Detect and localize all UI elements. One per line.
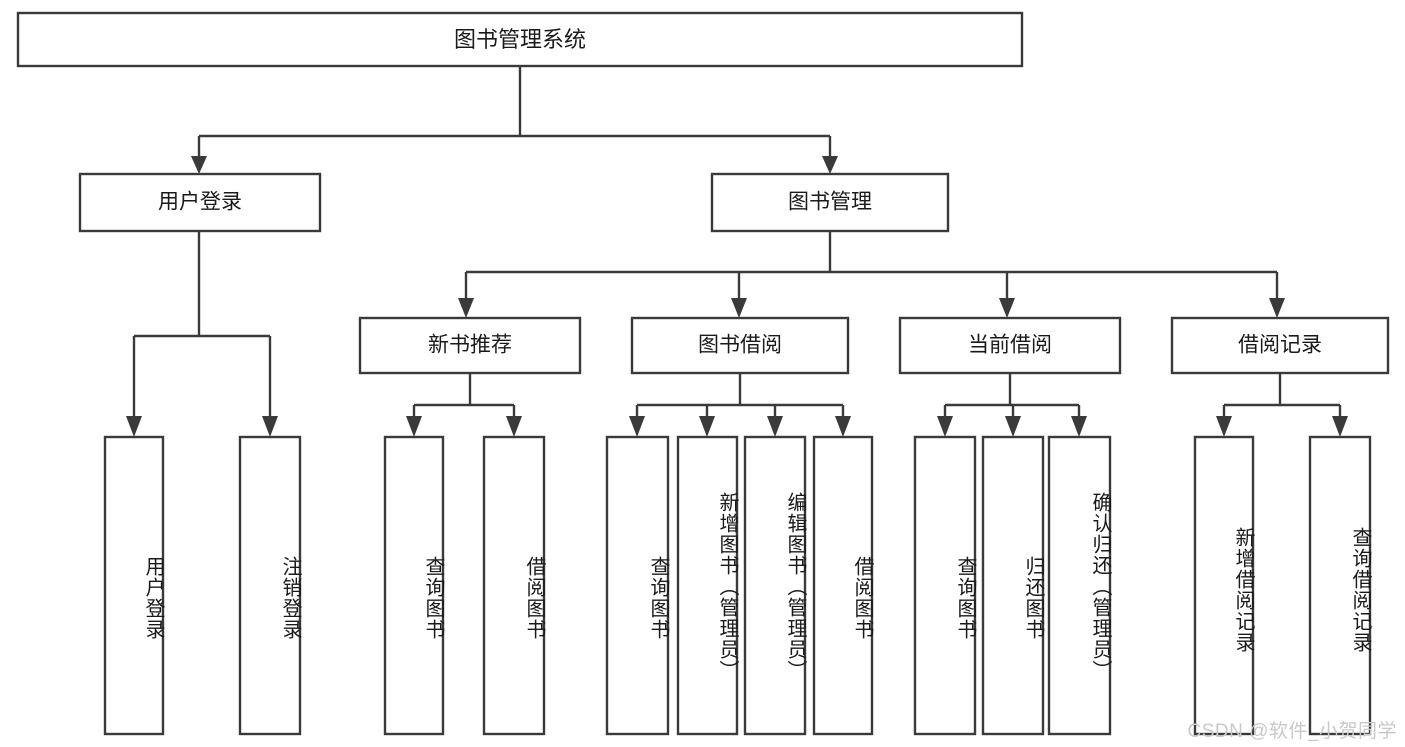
node-leaf-add-record-rect[interactable] (1193, 435, 1255, 736)
arrow-head-leaf-borrow-book-1 (506, 416, 522, 437)
node-leaf-return-book-rect[interactable] (981, 435, 1045, 736)
arrow-head-new-book-recommend (458, 298, 474, 318)
arrow-head-leaf-logout (262, 416, 278, 437)
node-leaf-borrow-book-2-rect[interactable] (812, 435, 874, 736)
connector-layer (126, 66, 1348, 437)
leaf-node-layer (103, 435, 1372, 736)
node-new-book-recommend[interactable]: 新书推荐 (358, 316, 582, 375)
csdn-watermark: CSDN @软件_小贺同学 (1187, 721, 1397, 742)
node-book-manage-label: 图书管理 (788, 191, 872, 214)
arrow-head-leaf-edit-book (767, 416, 783, 437)
node-leaf-add-book-rect[interactable] (676, 435, 739, 736)
node-book-borrow[interactable]: 图书借阅 (630, 316, 850, 375)
node-root-label: 图书管理系统 (454, 27, 586, 52)
arrow-head-leaf-add-record (1216, 416, 1232, 437)
node-leaf-confirm-return-rect[interactable] (1047, 435, 1112, 736)
node-book-borrow-label: 图书借阅 (698, 334, 782, 357)
arrow-head-leaf-query-record (1332, 416, 1348, 437)
arrow-head-leaf-user-login (126, 416, 142, 437)
node-borrow-record-rect[interactable] (1170, 316, 1390, 375)
arrow-head-leaf-borrow-book-2 (835, 416, 851, 437)
node-book-manage[interactable]: 图书管理 (710, 172, 950, 233)
node-borrow-record-label: 借阅记录 (1238, 334, 1322, 357)
node-current-borrow[interactable]: 当前借阅 (898, 316, 1122, 375)
node-user-login-rect[interactable] (78, 172, 322, 233)
arrow-head-borrow-record (1269, 298, 1285, 318)
node-new-book-recommend-label: 新书推荐 (428, 334, 512, 357)
arrow-head-user-login (191, 156, 207, 174)
arrow-head-leaf-confirm-return (1071, 416, 1087, 437)
arrow-head-leaf-add-book (699, 416, 715, 437)
node-borrow-record[interactable]: 借阅记录 (1170, 316, 1390, 375)
arrow-head-leaf-return-book (1005, 416, 1021, 437)
node-user-login-label: 用户登录 (158, 191, 242, 214)
arrow-head-leaf-query-book-2 (629, 416, 645, 437)
node-root[interactable]: 图书管理系统 (16, 11, 1024, 68)
node-leaf-query-book-3-rect[interactable] (913, 435, 977, 736)
node-layer: 图书管理系统 用户登录 图书管理 新书推荐 图书借阅 当前 (16, 11, 1390, 736)
arrow-head-leaf-query-book-1 (406, 416, 422, 437)
node-current-borrow-rect[interactable] (898, 316, 1122, 375)
node-leaf-user-login-rect[interactable] (103, 435, 165, 736)
arrow-head-book-manage (822, 156, 838, 174)
arrow-head-leaf-query-book-3 (937, 416, 953, 437)
node-new-book-recommend-rect[interactable] (358, 316, 582, 375)
node-root-rect[interactable] (16, 11, 1024, 68)
node-current-borrow-label: 当前借阅 (968, 334, 1052, 357)
node-leaf-borrow-book-1-rect[interactable] (482, 435, 546, 736)
arrow-head-book-borrow (731, 298, 747, 318)
node-leaf-query-book-2-rect[interactable] (605, 435, 670, 736)
node-leaf-query-book-1-rect[interactable] (383, 435, 445, 736)
node-user-login[interactable]: 用户登录 (78, 172, 322, 233)
node-leaf-query-record-rect[interactable] (1308, 435, 1372, 736)
node-leaf-edit-book-rect[interactable] (743, 435, 807, 736)
node-book-borrow-rect[interactable] (630, 316, 850, 375)
node-book-manage-rect[interactable] (710, 172, 950, 233)
arrow-head-current-borrow (999, 298, 1015, 318)
node-leaf-logout-rect[interactable] (238, 435, 302, 736)
